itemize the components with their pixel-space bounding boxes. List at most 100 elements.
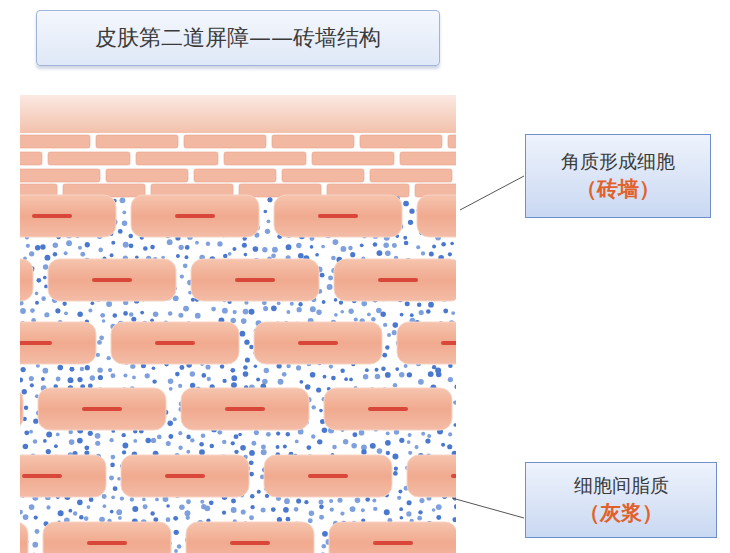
lipid-dot	[339, 301, 343, 305]
lipid-dot	[263, 306, 268, 311]
lipid-dot	[365, 497, 370, 502]
flat-brick	[282, 169, 364, 182]
lipid-dot	[244, 253, 248, 257]
lipid-dot	[271, 507, 276, 512]
lipid-dot	[383, 243, 389, 249]
lipid-dot	[432, 365, 436, 369]
lipid-dot	[340, 246, 346, 252]
lipid-dot	[186, 450, 190, 454]
lipid-dot	[200, 500, 204, 504]
lipid-dot	[400, 516, 404, 520]
corneocyte	[181, 388, 309, 430]
lipid-dot	[122, 221, 128, 227]
lipid-dot	[381, 367, 386, 372]
lipid-dot	[85, 242, 90, 247]
flat-brick	[370, 169, 452, 182]
lipid-dot	[185, 245, 190, 250]
lipid-dot	[322, 531, 328, 537]
callout-box: 细胞间脂质（灰浆）	[525, 462, 717, 538]
corneocyte	[20, 322, 96, 364]
lipid-dot	[328, 275, 333, 280]
lipid-dot	[404, 364, 408, 368]
lipid-dot	[43, 439, 47, 443]
nucleus-remnant	[230, 541, 270, 545]
lipid-dot	[286, 517, 291, 522]
lipid-dot	[452, 517, 456, 522]
lipid-dot	[88, 308, 92, 312]
lipid-dot	[41, 296, 46, 301]
lipid-dot	[387, 333, 391, 337]
lipid-dot	[145, 438, 150, 443]
lipid-dot	[408, 220, 413, 225]
lipid-dot	[427, 434, 431, 438]
nucleus-remnant	[298, 341, 338, 345]
lipid-dot	[385, 440, 391, 446]
lipid-dot	[296, 365, 301, 370]
lipid-dot	[168, 434, 173, 439]
lipid-dot	[399, 372, 404, 377]
lipid-dot	[84, 445, 89, 450]
lipid-dot	[176, 254, 180, 258]
lipid-dot	[332, 445, 337, 450]
lipid-dot	[393, 383, 398, 388]
lipid-dot	[84, 516, 89, 521]
lipid-dot	[168, 311, 172, 315]
lipid-dot	[185, 510, 191, 516]
lipid-dot	[310, 372, 316, 378]
lipid-dot	[179, 504, 185, 510]
lipid-dot	[249, 345, 253, 349]
lipid-dot	[78, 246, 82, 250]
lipid-dot	[44, 285, 48, 289]
lipid-dot	[332, 239, 338, 245]
lipid-dot	[129, 312, 134, 317]
leader-line	[460, 176, 524, 210]
lipid-dot	[243, 309, 249, 315]
nucleus-remnant	[451, 474, 456, 478]
lipid-dot	[403, 236, 407, 240]
lipid-dot	[122, 433, 126, 437]
lipid-dot	[233, 310, 237, 314]
lipid-dot	[350, 252, 355, 257]
lipid-dot	[30, 383, 34, 387]
lipid-dot	[249, 472, 254, 477]
lipid-dot	[351, 443, 357, 449]
nucleus-remnant	[441, 341, 456, 345]
lipid-dot	[337, 498, 342, 503]
lipid-dot	[276, 431, 280, 435]
lipid-dot	[191, 298, 195, 302]
lipid-dot	[307, 445, 312, 450]
lipid-dot	[133, 439, 137, 443]
nucleus-remnant	[225, 407, 265, 411]
lipid-dot	[108, 368, 112, 372]
flat-brick	[184, 135, 266, 148]
lipid-dot	[278, 379, 284, 385]
lipid-dot	[296, 498, 301, 503]
nucleus-remnant	[165, 474, 205, 478]
lipid-dot	[66, 240, 72, 246]
lipid-dot	[319, 515, 324, 520]
lipid-dot	[166, 441, 171, 446]
lipid-dot	[330, 507, 334, 511]
corneocyte	[131, 195, 259, 237]
lipid-dot	[360, 243, 364, 247]
lipid-dot	[33, 439, 37, 443]
lipid-dot	[29, 251, 34, 256]
lipid-dot	[242, 243, 247, 248]
lipid-dot	[80, 367, 84, 371]
flat-brick	[48, 152, 130, 165]
lipid-dot	[407, 440, 411, 444]
lipid-dot	[131, 317, 136, 322]
lipid-dot	[220, 364, 224, 368]
lipid-dot	[405, 301, 410, 306]
lipid-dot	[348, 246, 352, 250]
lipid-dot	[249, 515, 254, 520]
lipid-dot	[153, 311, 159, 317]
nucleus-remnant	[235, 278, 275, 282]
lipid-dot	[432, 244, 436, 248]
corneocyte	[274, 195, 402, 237]
lipid-dot	[261, 508, 266, 513]
lipid-dot	[179, 365, 184, 370]
lipid-dot	[384, 509, 390, 515]
corneocyte	[48, 259, 176, 301]
lipid-dot	[122, 443, 128, 449]
